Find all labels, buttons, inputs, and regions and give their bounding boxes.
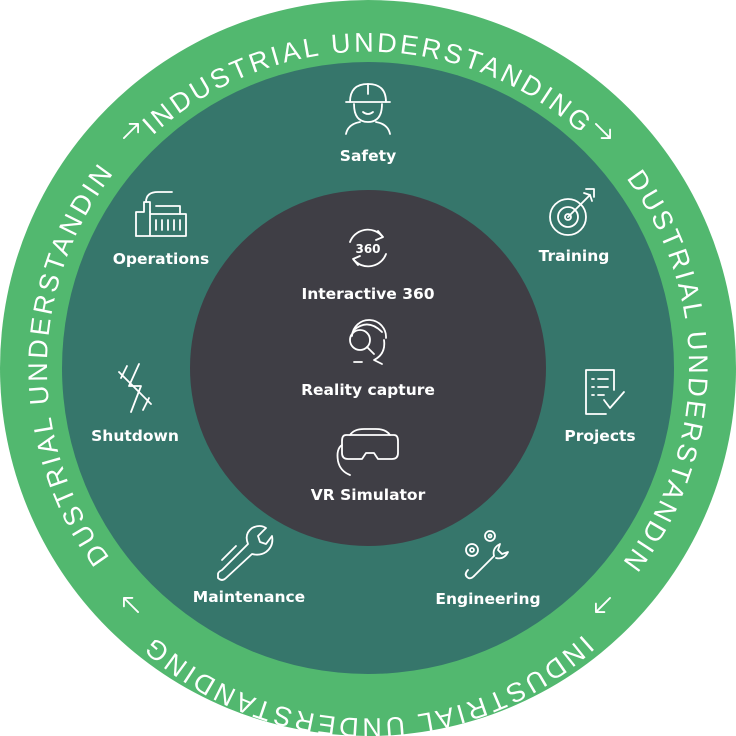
- power-off-icon: [118, 363, 152, 413]
- ring-item-label: Maintenance: [193, 588, 305, 606]
- core-item-reality-capture: Reality capture: [301, 319, 435, 399]
- core-item-label: Interactive 360: [301, 285, 434, 303]
- worker-hardhat-icon: [345, 83, 391, 135]
- ring-item-maintenance: Maintenance: [193, 525, 305, 606]
- arrow-top-left: [123, 123, 139, 139]
- arrow-bottom-left: [123, 597, 139, 613]
- checklist-icon: [585, 369, 625, 415]
- arrow-top-right: [595, 123, 611, 139]
- wrench-icon: [217, 525, 274, 581]
- ring-item-label: Training: [539, 247, 610, 265]
- ring-item-shutdown: Shutdown: [91, 363, 179, 445]
- core-item-vr-simulator: VR Simulator: [311, 428, 426, 504]
- gears-wrench-icon: [464, 530, 509, 580]
- ring-item-safety: Safety: [340, 83, 396, 165]
- svg-text:360: 360: [355, 242, 380, 256]
- ring-item-label: Projects: [564, 427, 635, 445]
- ring-item-label: Shutdown: [91, 427, 179, 445]
- ring-item-engineering: Engineering: [435, 530, 541, 608]
- arrow-bottom-right: [595, 597, 611, 613]
- target-arrow-icon: [549, 188, 595, 236]
- rotate-360-icon: 360: [349, 228, 387, 268]
- inspector-magnifier-icon: [349, 319, 387, 365]
- ring-item-training: Training: [539, 188, 610, 265]
- ring-item-label: Operations: [113, 250, 210, 268]
- core-circle: [190, 190, 546, 546]
- ring-item-label: Safety: [340, 147, 396, 165]
- vr-headset-icon: [336, 428, 399, 476]
- factory-icon: [135, 191, 187, 237]
- ring-item-operations: Operations: [113, 191, 210, 268]
- ring-item-label: Engineering: [435, 590, 540, 608]
- core-item-interactive-360: 360 Interactive 360: [301, 228, 435, 303]
- core-item-label: VR Simulator: [311, 486, 426, 504]
- ring-item-projects: Projects: [564, 369, 636, 445]
- core-item-label: Reality capture: [301, 381, 435, 399]
